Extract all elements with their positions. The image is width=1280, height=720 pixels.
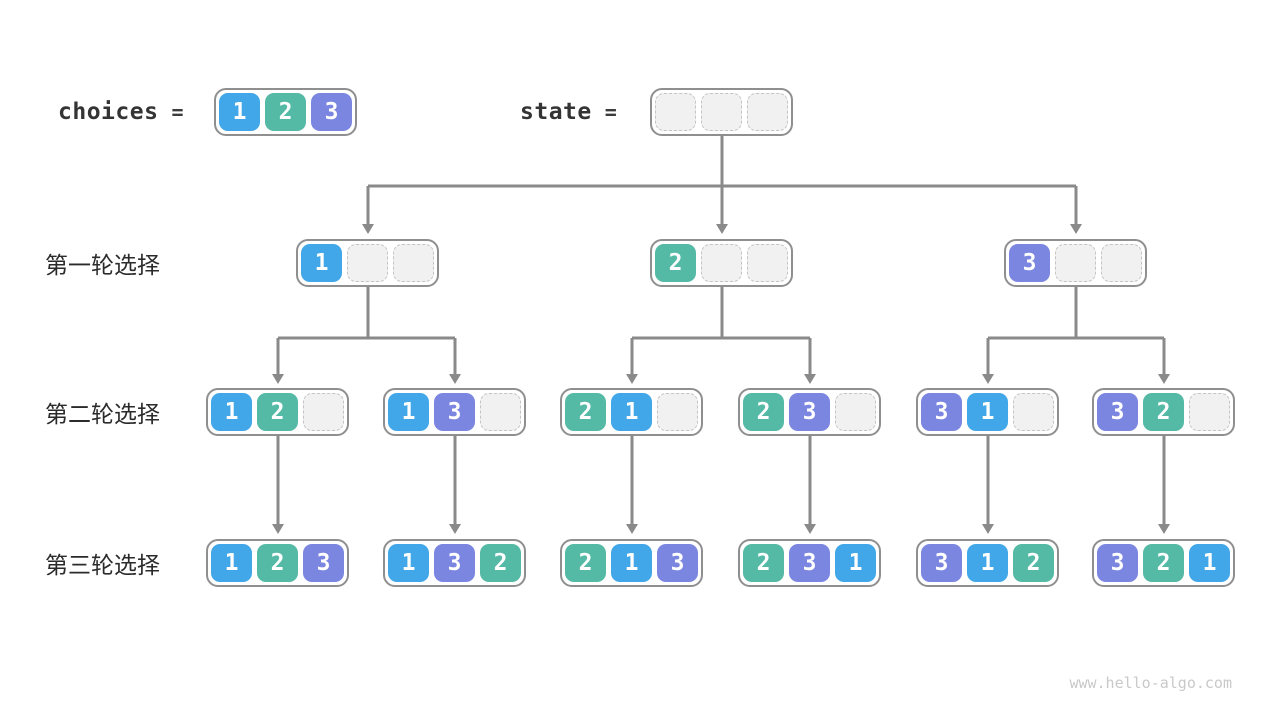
cell-value-1: 1 — [967, 544, 1008, 582]
choices-label: choices — [58, 99, 159, 125]
cell-value-3: 3 — [1097, 544, 1138, 582]
arrowhead — [626, 524, 638, 534]
arrowhead — [1070, 224, 1082, 234]
empty-cell — [747, 93, 788, 131]
arrowhead — [804, 524, 816, 534]
cell-value-2: 2 — [565, 393, 606, 431]
arrowhead — [626, 374, 638, 384]
empty-cell — [347, 244, 388, 282]
cell-value-1: 1 — [211, 544, 252, 582]
empty-cell — [747, 244, 788, 282]
cell-value-1: 1 — [211, 393, 252, 431]
empty-cell — [701, 93, 742, 131]
cell-value-2: 2 — [1013, 544, 1054, 582]
cell-value-1: 1 — [1189, 544, 1230, 582]
empty-cell — [393, 244, 434, 282]
arrowhead — [1158, 524, 1170, 534]
arrowhead — [449, 524, 461, 534]
cell-value-1: 1 — [388, 393, 429, 431]
cell-value-3: 3 — [434, 544, 475, 582]
cell-value-1: 1 — [611, 544, 652, 582]
cell-value-3: 3 — [434, 393, 475, 431]
arrowhead — [982, 524, 994, 534]
cell-value-2: 2 — [743, 544, 784, 582]
cell-value-2: 2 — [265, 93, 306, 131]
cell-value-3: 3 — [1009, 244, 1050, 282]
cell-value-3: 3 — [1097, 393, 1138, 431]
cell-value-1: 1 — [219, 93, 260, 131]
arrowhead — [804, 374, 816, 384]
cell-value-3: 3 — [921, 544, 962, 582]
tree-node-round1-3: 3 — [1004, 239, 1147, 287]
cell-value-1: 1 — [388, 544, 429, 582]
row-label-round-3: 第三轮选择 — [45, 553, 160, 579]
row-label-round-2: 第二轮选择 — [45, 402, 160, 428]
cell-value-2: 2 — [565, 544, 606, 582]
arrowhead — [272, 524, 284, 534]
cell-value-3: 3 — [789, 544, 830, 582]
arrowhead — [1158, 374, 1170, 384]
cell-value-2: 2 — [257, 393, 298, 431]
empty-cell — [657, 393, 698, 431]
cell-value-2: 2 — [655, 244, 696, 282]
empty-cell — [835, 393, 876, 431]
arrowhead — [449, 374, 461, 384]
empty-cell — [303, 393, 344, 431]
cell-value-3: 3 — [921, 393, 962, 431]
row-label-round-1: 第一轮选择 — [45, 253, 160, 279]
cell-value-2: 2 — [743, 393, 784, 431]
state-box — [650, 88, 793, 136]
tree-node-round1-1: 1 — [296, 239, 439, 287]
empty-cell — [1189, 393, 1230, 431]
tree-node-round1-2: 2 — [650, 239, 793, 287]
cell-value-3: 3 — [657, 544, 698, 582]
state-label: state — [520, 99, 592, 125]
equals-sign: = — [171, 100, 184, 124]
arrowhead — [716, 224, 728, 234]
cell-value-3: 3 — [303, 544, 344, 582]
cell-value-1: 1 — [967, 393, 1008, 431]
empty-cell — [1055, 244, 1096, 282]
empty-cell — [1013, 393, 1054, 431]
arrowhead — [362, 224, 374, 234]
state-label-group: state = — [520, 88, 617, 136]
arrowhead — [272, 374, 284, 384]
arrowhead — [982, 374, 994, 384]
cell-value-3: 3 — [789, 393, 830, 431]
cell-value-3: 3 — [311, 93, 352, 131]
empty-cell — [655, 93, 696, 131]
equals-sign: = — [604, 100, 617, 124]
empty-cell — [701, 244, 742, 282]
cell-value-1: 1 — [301, 244, 342, 282]
watermark: www.hello-algo.com — [1069, 674, 1232, 692]
cell-value-2: 2 — [1143, 393, 1184, 431]
cell-value-2: 2 — [257, 544, 298, 582]
empty-cell — [1101, 244, 1142, 282]
empty-cell — [480, 393, 521, 431]
cell-value-1: 1 — [611, 393, 652, 431]
cell-value-2: 2 — [480, 544, 521, 582]
choices-label-group: choices = — [58, 88, 183, 136]
cell-value-2: 2 — [1143, 544, 1184, 582]
cell-value-1: 1 — [835, 544, 876, 582]
